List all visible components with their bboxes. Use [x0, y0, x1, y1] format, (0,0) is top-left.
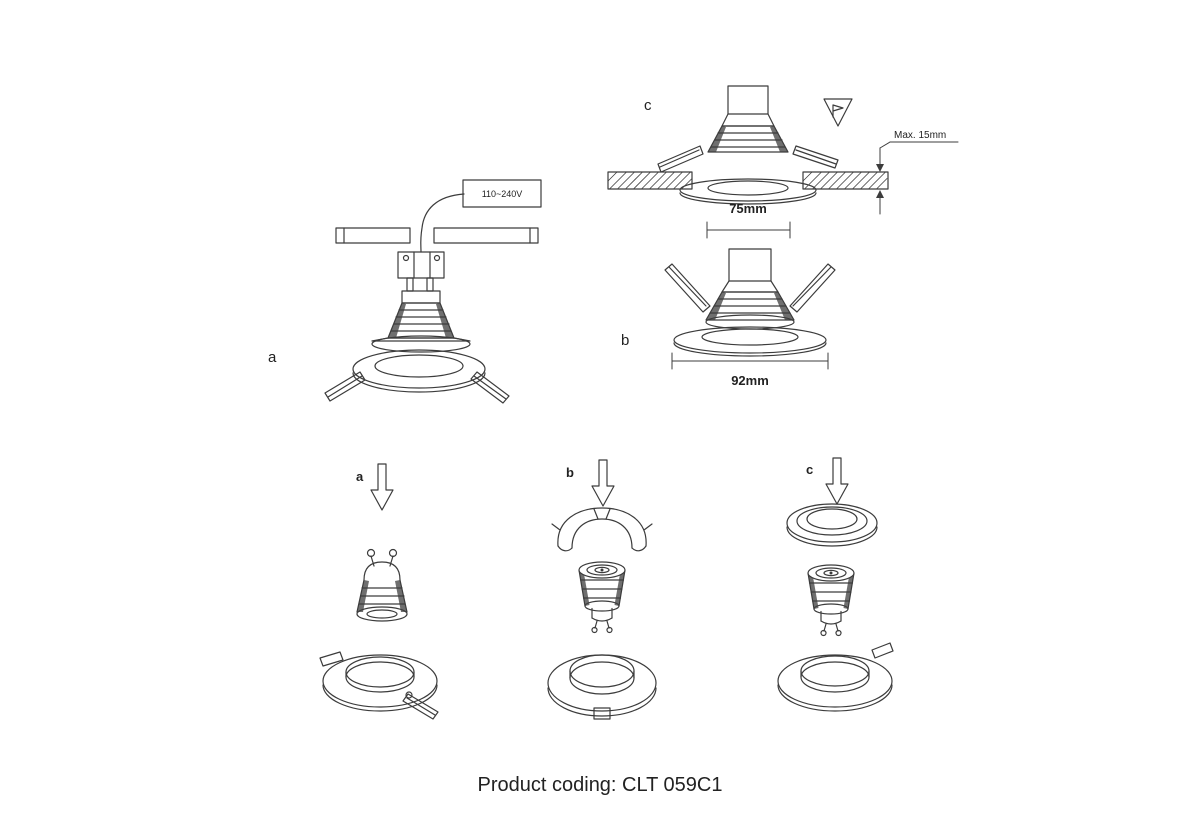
ceiling-panel-left — [607, 171, 693, 190]
trim-ring-piece — [786, 503, 878, 547]
assembly-step-a-label: a — [356, 469, 364, 484]
ring-tab-bottom — [593, 707, 611, 720]
product-coding-caption: Product coding: CLT 059C1 — [478, 774, 723, 796]
spring-arm-right-c — [792, 145, 839, 169]
wiring-diagram: a 110~240V — [268, 179, 542, 404]
outer-dimension: 92mm — [671, 352, 829, 388]
bulb-lens-up — [807, 564, 855, 637]
max-thickness-annotation: Max. 15mm — [876, 130, 959, 215]
spring-arm-left-b — [664, 263, 711, 313]
assembly-step-b-label: b — [566, 465, 574, 480]
mounting-bracket — [335, 227, 539, 244]
trim-ring-a — [352, 349, 486, 393]
wiring-diagram-label: a — [268, 349, 277, 366]
front-diagram-label: b — [621, 332, 629, 349]
lamp-c — [707, 85, 789, 153]
ceiling-hatch-right — [802, 172, 888, 189]
lamp-b — [705, 248, 795, 330]
ceiling-panel-right — [802, 171, 889, 190]
trim-ring-b — [673, 326, 827, 357]
spring-clip-left — [324, 371, 366, 402]
down-arrow-icon — [370, 463, 394, 511]
down-arrow-icon — [591, 459, 615, 507]
bulb-lens-up — [578, 561, 626, 634]
voltage-label: 110~240V — [482, 189, 523, 199]
down-arrow-icon — [825, 457, 849, 505]
warning-triangle-icon — [823, 98, 853, 127]
assembly-step-a: a — [319, 463, 439, 720]
lamp-a — [371, 277, 471, 353]
lamp-b-ribs — [709, 298, 791, 314]
ring-latch-lever — [402, 691, 439, 720]
terminal-block — [397, 251, 445, 279]
mounting-ring-b — [547, 654, 657, 720]
assembly-step-b: b — [547, 459, 657, 720]
ring-tab-left — [319, 651, 344, 667]
spring-clip-right — [470, 371, 510, 404]
assembly-step-c-label: c — [806, 462, 813, 477]
retainer-spring — [551, 507, 653, 552]
front-view-diagram: b — [621, 248, 836, 388]
trim-flange-below-ceiling — [679, 178, 817, 205]
max-thickness-label: Max. 15mm — [894, 130, 946, 141]
spring-arm-left-c — [657, 145, 704, 173]
assembly-step-c: c — [777, 457, 894, 712]
power-cable — [420, 193, 465, 253]
lamp-c-ribs — [710, 132, 786, 148]
outer-width-label: 92mm — [731, 373, 769, 388]
bulb-a-ribs — [358, 587, 406, 605]
section-diagram-label: c — [644, 97, 652, 114]
spring-arm-right-b — [789, 263, 836, 313]
cutout-dimension: 75mm — [706, 201, 791, 239]
cutout-width-label: 75mm — [729, 201, 767, 216]
ring-tab-right — [871, 642, 894, 659]
mounting-ring-c — [777, 642, 894, 712]
lamp-a-ribs — [390, 309, 452, 332]
bulb-pins-up — [356, 548, 408, 622]
ceiling-hatch-left — [607, 172, 692, 189]
ceiling-section-diagram: c — [607, 85, 959, 239]
mounting-ring-a — [319, 651, 439, 720]
